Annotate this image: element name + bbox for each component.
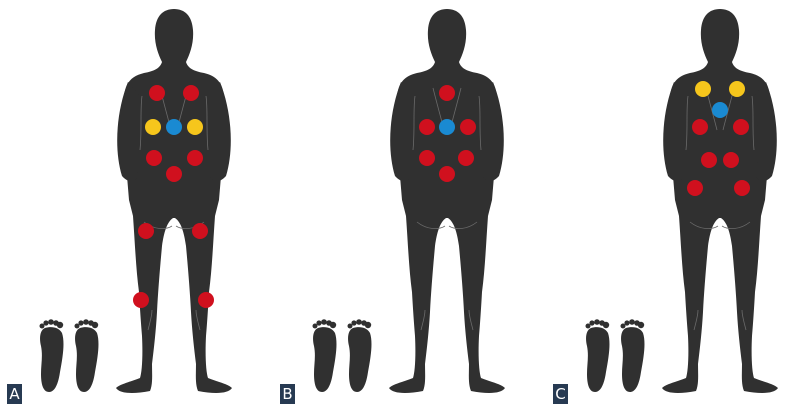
panel-c: C bbox=[546, 0, 807, 407]
body-outline bbox=[662, 9, 778, 393]
acupoint-yellow-marker bbox=[695, 81, 711, 97]
acupoint-blue-marker bbox=[712, 102, 728, 118]
acupoint-yellow-marker bbox=[729, 81, 745, 97]
sole bbox=[313, 319, 337, 392]
sole bbox=[75, 319, 99, 392]
acupoint-yellow-marker bbox=[145, 119, 161, 135]
sole bbox=[621, 319, 645, 392]
sole bbox=[586, 319, 610, 392]
acupoint-red-marker bbox=[166, 166, 182, 182]
acupoint-red-marker bbox=[723, 152, 739, 168]
panel-label-b: B bbox=[280, 384, 295, 404]
body-back-silhouette bbox=[116, 9, 232, 393]
panel-c-illustration bbox=[546, 0, 807, 407]
acupoint-yellow-marker bbox=[187, 119, 203, 135]
body-back-silhouette bbox=[662, 9, 778, 393]
acupoint-red-marker bbox=[439, 166, 455, 182]
body-outline bbox=[116, 9, 232, 393]
panel-label-a: A bbox=[7, 384, 22, 404]
acupoint-red-marker bbox=[701, 152, 717, 168]
body-back-silhouette bbox=[389, 9, 505, 393]
acupoint-red-marker bbox=[687, 180, 703, 196]
acupoint-red-marker bbox=[419, 150, 435, 166]
acupoint-blue-marker bbox=[439, 119, 455, 135]
acupoint-red-marker bbox=[460, 119, 476, 135]
acupoint-red-marker bbox=[187, 150, 203, 166]
acupoint-red-marker bbox=[192, 223, 208, 239]
body-outline bbox=[389, 9, 505, 393]
acupoint-red-marker bbox=[692, 119, 708, 135]
acupoint-red-marker bbox=[133, 292, 149, 308]
feet-soles-icon bbox=[40, 319, 99, 392]
acupoint-red-marker bbox=[439, 85, 455, 101]
acupoint-red-marker bbox=[733, 119, 749, 135]
panel-a-illustration bbox=[0, 0, 270, 407]
sole bbox=[348, 319, 372, 392]
acupoint-red-marker bbox=[183, 85, 199, 101]
acupoint-red-marker bbox=[734, 180, 750, 196]
feet-soles-icon bbox=[586, 319, 645, 392]
sole bbox=[40, 319, 64, 392]
acupoint-red-marker bbox=[138, 223, 154, 239]
acupoint-red-marker bbox=[419, 119, 435, 135]
panel-b: B bbox=[273, 0, 543, 407]
acupoint-red-marker bbox=[198, 292, 214, 308]
acupoint-red-marker bbox=[149, 85, 165, 101]
acupoint-blue-marker bbox=[166, 119, 182, 135]
acupoint-red-marker bbox=[146, 150, 162, 166]
panel-b-illustration bbox=[273, 0, 543, 407]
acupoint-red-marker bbox=[458, 150, 474, 166]
panel-a: A bbox=[0, 0, 270, 407]
panel-label-c: C bbox=[553, 384, 568, 404]
feet-soles-icon bbox=[313, 319, 372, 392]
